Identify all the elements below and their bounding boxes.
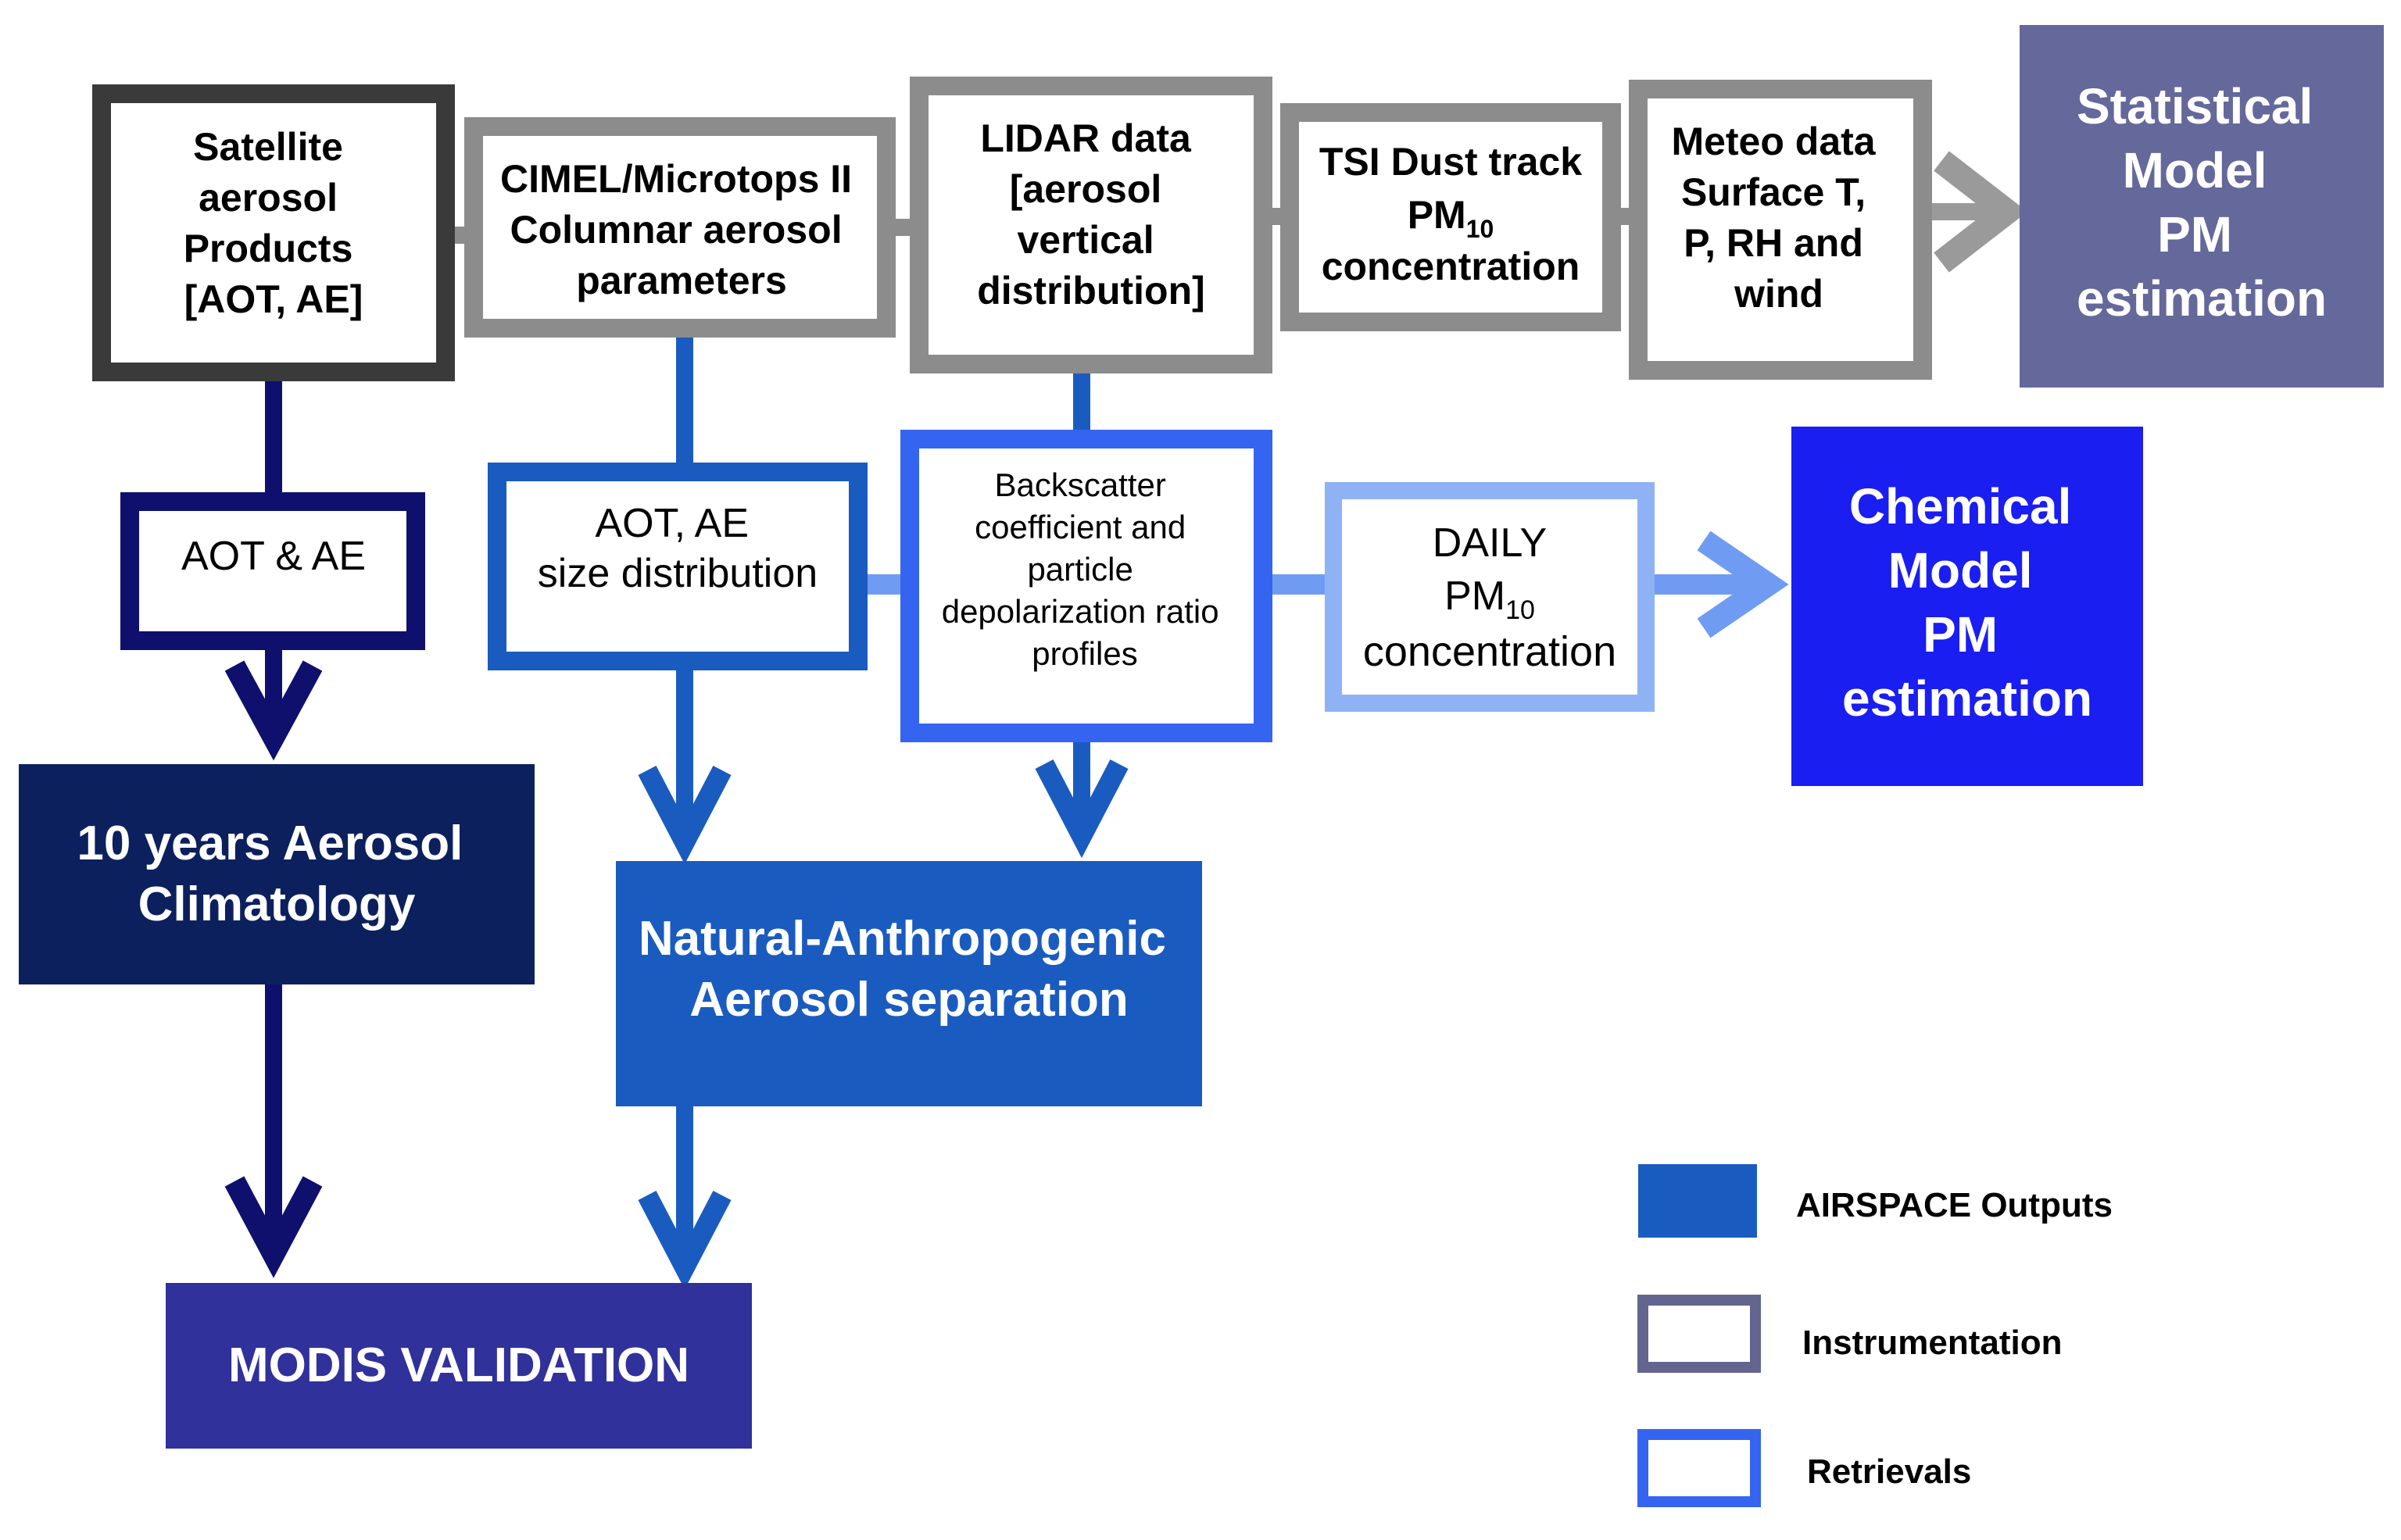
connector-lidar-backscatter (1073, 372, 1090, 433)
meteo-label: Meteo data Surface T, P, RH and wind (1671, 120, 1886, 316)
daily-label-pm: PM10 (1444, 573, 1535, 625)
connectors (224, 151, 2028, 1290)
connector-aotsize-separation (676, 669, 693, 833)
connector-satellite-aotae (265, 380, 282, 497)
instrument-lidar-box: LIDAR data [aerosol vertical distributio… (910, 77, 1272, 373)
output-separation-box: Natural-Anthropogenic Aerosol separation (616, 861, 1202, 1106)
aot-ae-label: AOT & AE (181, 534, 366, 579)
arrowhead-to-chemical (1697, 531, 1789, 638)
retrieval-aot-size-box: AOT, AE size distribution (488, 463, 868, 670)
retrieval-daily-box: DAILY PM10 concentration (1325, 482, 1655, 712)
legend-retrievals-swatch (1637, 1429, 1761, 1507)
climatology-label: 10 years Aerosol Climatology (77, 816, 476, 931)
cimel-label: CIMEL/Microtops II Columnar aerosol para… (500, 157, 863, 302)
legend-instrumentation-swatch (1637, 1295, 1761, 1373)
connector-cimel-lidar (891, 219, 914, 236)
instrument-meteo-box: Meteo data Surface T, P, RH and wind (1629, 80, 1932, 380)
legend: AIRSPACE Outputs Instrumentation Retriev… (1637, 1164, 2113, 1507)
instrument-tsi-box: TSI Dust track PM10 concentration (1280, 103, 1621, 331)
modis-label: MODIS VALIDATION (228, 1338, 689, 1392)
daily-label-line1: DAILY (1433, 520, 1547, 566)
statistical-label: Statistical Model PM estimation (2077, 78, 2327, 327)
connector-cimel-aotsize (676, 334, 693, 464)
tsi-label-pm: PM10 (1408, 193, 1494, 243)
connector-separation-modis (676, 1105, 693, 1258)
connector-backscatter-daily (1268, 574, 1326, 595)
lidar-label: LIDAR data [aerosol vertical distributio… (977, 116, 1205, 313)
connector-aotsize-backscatter (863, 574, 904, 595)
daily-label-line3: concentration (1363, 628, 1616, 675)
backscatter-label: Backscatter coefficient and particle dep… (942, 466, 1229, 672)
arrowhead-to-separation (638, 765, 732, 865)
instrument-cimel-box: CIMEL/Microtops II Columnar aerosol para… (464, 117, 896, 338)
tsi-label-line3: concentration (1322, 245, 1580, 288)
arrowhead-to-climatology (224, 660, 323, 761)
legend-instrumentation-label: Instrumentation (1802, 1324, 2062, 1362)
arrowhead-to-modis (224, 1176, 323, 1278)
output-modis-box: MODIS VALIDATION (166, 1283, 752, 1449)
retrieval-backscatter-box: Backscatter coefficient and particle dep… (900, 430, 1272, 742)
retrieval-aot-ae-box: AOT & AE (120, 492, 425, 650)
connector-climatology-modis (265, 984, 282, 1242)
arrowhead-backscatter-to-separation (1035, 759, 1129, 859)
legend-outputs-swatch (1638, 1164, 1757, 1238)
chemical-label: Chemical Model PM estimation (1842, 478, 2092, 727)
instrument-satellite-box: Satellite aerosol Products [AOT, AE] (92, 84, 455, 381)
tsi-label-line1: TSI Dust track (1319, 140, 1582, 184)
aot-size-label: AOT, AE size distribution (538, 501, 818, 596)
output-statistical-box: Statistical Model PM estimation (2020, 25, 2384, 388)
arrowhead-to-statistical (1934, 151, 2028, 273)
separation-label: Natural-Anthropogenic Aerosol separation (639, 912, 1179, 1027)
satellite-label: Satellite aerosol Products [AOT, AE] (184, 125, 364, 321)
output-chemical-box: Chemical Model PM estimation (1791, 427, 2143, 786)
output-climatology-box: 10 years Aerosol Climatology (19, 764, 535, 984)
legend-retrievals-label: Retrievals (1807, 1452, 1971, 1491)
arrowhead-separation-to-modis (638, 1190, 732, 1290)
legend-outputs-label: AIRSPACE Outputs (1796, 1186, 2113, 1224)
